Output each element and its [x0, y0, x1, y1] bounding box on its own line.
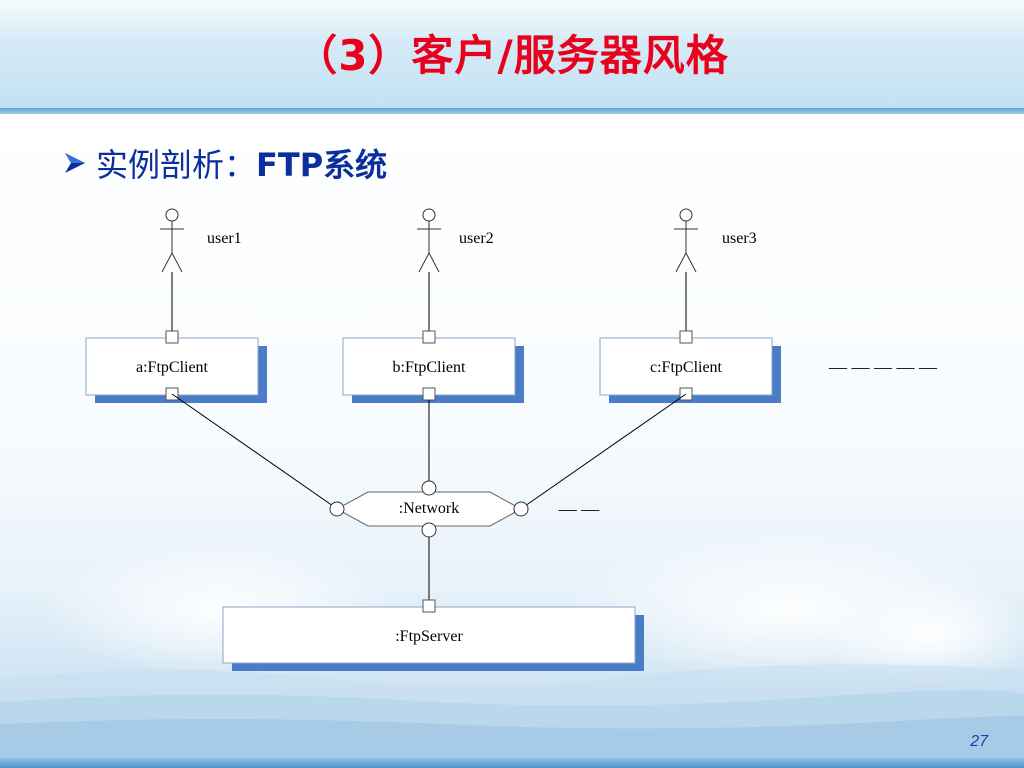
slide-title: （3）客户/服务器风格: [295, 31, 729, 80]
port-square: [165, 330, 179, 344]
port-circle: [421, 480, 437, 496]
port-circle: [513, 501, 529, 517]
header-shine: [0, 0, 1024, 40]
actor-connectors: [171, 272, 687, 331]
port-circle: [421, 522, 437, 538]
client-b-box: b:FtpClient: [342, 330, 524, 403]
actor-label: user2: [459, 230, 494, 247]
background-waves: [0, 664, 1024, 760]
server-box: :FtpServer: [222, 599, 644, 671]
port-square: [422, 599, 436, 613]
port-circle: [329, 501, 345, 517]
stick-figure-icon: [160, 208, 184, 273]
actor-user2: user2: [417, 208, 494, 273]
footer-bar: [0, 758, 1024, 768]
port-square: [422, 387, 436, 401]
bullet-text: 实例剖析：: [96, 146, 257, 184]
header-divider: [0, 108, 1024, 114]
server-label: :FtpServer: [395, 628, 463, 645]
bullet-item: 实例剖析： FTP系统: [62, 140, 387, 186]
actor-label: user3: [722, 230, 757, 247]
client-label: b:FtpClient: [393, 359, 466, 376]
client-label: c:FtpClient: [650, 359, 723, 376]
client-a-box: a:FtpClient: [85, 330, 267, 403]
stick-figure-icon: [417, 208, 441, 273]
network-label: :Network: [399, 500, 459, 517]
page-number: 27: [970, 733, 988, 750]
client-label: a:FtpClient: [136, 359, 209, 376]
bullet-bold-text: FTP系统: [256, 146, 388, 184]
actor-user3: user3: [674, 208, 757, 273]
continuation-marks: — —: [558, 499, 601, 519]
arrow-bullet-icon: [65, 153, 85, 173]
network-node: :Network: [329, 480, 529, 538]
client-c-box: c:FtpClient: [599, 330, 781, 403]
actor-label: user1: [207, 230, 242, 247]
network-connectors: [171, 393, 687, 600]
actor-user1: user1: [160, 208, 242, 273]
port-square: [422, 330, 436, 344]
stick-figure-icon: [674, 208, 698, 273]
port-square: [679, 330, 693, 344]
continuation-marks: — — — — —: [828, 357, 938, 377]
